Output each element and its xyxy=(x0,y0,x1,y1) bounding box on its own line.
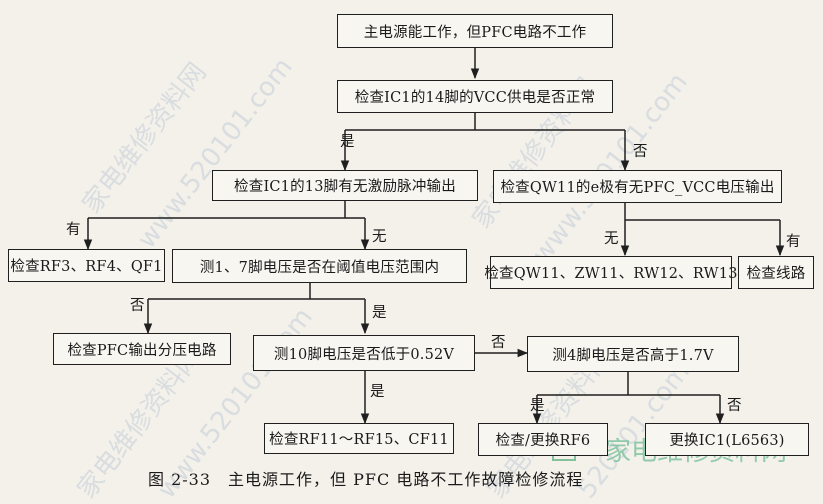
box-check-replace-rf6: 检查/更换RF6 xyxy=(478,423,608,456)
label-you: 有 xyxy=(66,222,81,238)
label-wu: 无 xyxy=(372,229,387,245)
box-check-ic1-pin14-vcc: 检查IC1的14脚的VCC供电是否正常 xyxy=(337,80,613,113)
box-check-qw11-e-pfc-vcc: 检查QW11的e极有无PFC_VCC电压输出 xyxy=(493,170,782,203)
figure-caption: 图 2-33 主电源工作，但 PFC 电路不工作故障检修流程 xyxy=(148,470,584,489)
box-check-qw11-zw11-rw12-rw13: 检查QW11、ZW11、RW12、RW13 xyxy=(484,256,737,289)
label-no: 否 xyxy=(491,335,506,351)
label-yes: 是 xyxy=(530,398,545,414)
box-check-pfc-divider: 检查PFC输出分压电路 xyxy=(53,333,231,365)
box-check-rf3-rf4-qf1: 检查RF3、RF4、QF1 xyxy=(8,249,165,282)
box-check-ic1-pin13-pulse: 检查IC1的13脚有无激励脉冲输出 xyxy=(212,170,478,201)
label-wu: 无 xyxy=(604,231,619,247)
box-measure-pin10-below-0.52v: 测10脚电压是否低于0.52V xyxy=(253,335,475,371)
box-replace-ic1-l6563: 更换IC1(L6563) xyxy=(645,423,809,456)
watermark-text: 家电维修资料网 xyxy=(77,57,213,219)
label-no: 否 xyxy=(727,398,742,414)
label-yes: 是 xyxy=(370,384,385,400)
watermark-text: www.520101.com xyxy=(132,52,299,254)
box-main-power-ok-pfc-fail: 主电源能工作，但PFC电路不工作 xyxy=(337,14,613,48)
box-measure-pin4-above-1.7v: 测4脚电压是否高于1.7V xyxy=(527,336,739,372)
box-measure-pin1-7-threshold: 测1、7脚电压是否在阈值电压范围内 xyxy=(172,249,467,283)
label-yes: 是 xyxy=(340,134,355,150)
box-check-rf11-rf15-cf11: 检查RF11～RF15、CF11 xyxy=(264,423,454,454)
label-you: 有 xyxy=(786,234,801,250)
box-check-wiring: 检查线路 xyxy=(738,256,814,289)
label-yes: 是 xyxy=(372,305,387,321)
label-no: 否 xyxy=(130,298,145,314)
label-no: 否 xyxy=(633,144,648,160)
